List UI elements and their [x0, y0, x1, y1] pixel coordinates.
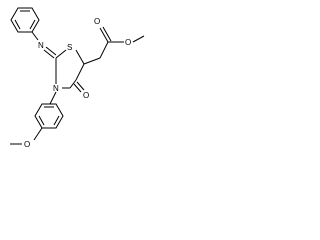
bond-ch2 [83, 57, 101, 65]
ester-carbonyl [99, 26, 112, 43]
bond-phenyl-n [31, 31, 39, 41]
imine-nitrogen: N [38, 41, 44, 50]
keto-oxygen: O [83, 91, 89, 100]
bond-aryl-o [33, 127, 43, 141]
ester-oxygen-carbonyl: O [94, 17, 100, 26]
molecule-structure: O O N S N O O [10, 7, 145, 149]
keto-double-bond [73, 81, 85, 93]
ester-oxygen-ether: O [125, 38, 131, 47]
methoxyphenyl-ring [34, 103, 64, 129]
bond-n-aryl [49, 91, 57, 105]
imine-double-bond [43, 46, 57, 59]
methoxy-oxygen: O [24, 140, 30, 149]
thiazolidinone-ring [55, 49, 85, 89]
bond-ch2-carbonyl [99, 41, 109, 59]
bond-methyl [132, 35, 145, 43]
phenyl-ring [10, 7, 40, 33]
sulfur-atom: S [67, 43, 72, 52]
ring-nitrogen: N [53, 84, 59, 93]
